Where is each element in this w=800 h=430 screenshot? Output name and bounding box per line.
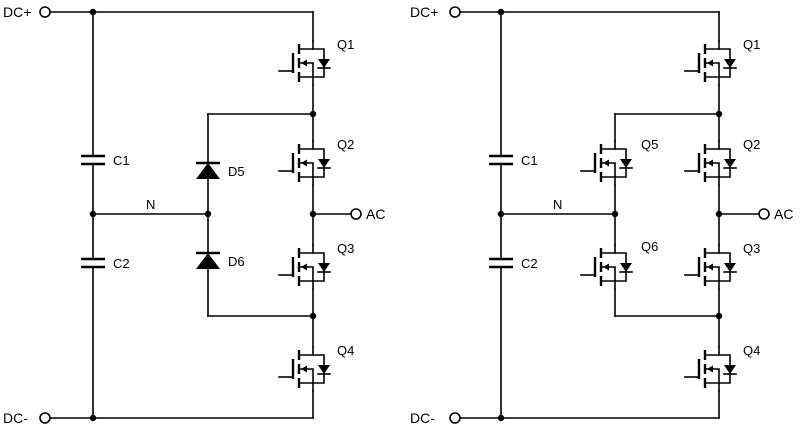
q4-label: Q4 [743, 343, 760, 358]
dc-plus-label: DC+ [410, 4, 438, 20]
d6-label: D6 [228, 254, 245, 269]
diode-d5 [194, 161, 222, 181]
capacitor-c1 [79, 154, 107, 166]
ac-label: AC [366, 206, 385, 222]
mosfet-q6 [579, 243, 634, 291]
d5-label: D5 [228, 164, 245, 179]
dc-minus-terminal [449, 412, 461, 424]
c2-label: C2 [521, 256, 538, 271]
dc-minus-terminal [39, 412, 51, 424]
capacitor-c2 [79, 257, 107, 269]
ac-label: AC [774, 206, 793, 222]
left-circuit: DC+ DC- AC N C1 C2 D5 D6 Q1 Q2 Q3 Q4 [3, 4, 385, 426]
mosfet-q4 [277, 345, 332, 393]
dc-plus-terminal [449, 6, 461, 18]
q2-label: Q2 [337, 137, 354, 152]
mosfet-q1 [277, 39, 332, 87]
c2-label: C2 [113, 256, 130, 271]
q4-label: Q4 [337, 343, 354, 358]
mosfet-q3 [683, 243, 738, 291]
mosfet-q1 [683, 39, 738, 87]
q1-label: Q1 [337, 37, 354, 52]
dc-plus-terminal [39, 6, 51, 18]
capacitor-c1 [487, 154, 515, 166]
neutral-label: N [553, 197, 562, 212]
q3-label: Q3 [743, 241, 760, 256]
q6-label: Q6 [641, 239, 658, 254]
q3-label: Q3 [337, 241, 354, 256]
mosfet-q4 [683, 345, 738, 393]
c1-label: C1 [113, 153, 130, 168]
ac-terminal [350, 208, 362, 220]
diode-d6 [194, 251, 222, 271]
capacitor-c2 [487, 257, 515, 269]
mosfet-q5 [579, 139, 634, 187]
q2-label: Q2 [743, 137, 760, 152]
mosfet-q2 [683, 139, 738, 187]
mosfet-q2 [277, 139, 332, 187]
q1-label: Q1 [743, 37, 760, 52]
ac-terminal [758, 208, 770, 220]
neutral-label: N [146, 197, 155, 212]
dc-minus-label: DC- [410, 410, 435, 426]
q5-label: Q5 [641, 137, 658, 152]
mosfet-q3 [277, 243, 332, 291]
c1-label: C1 [521, 153, 538, 168]
dc-minus-label: DC- [3, 410, 28, 426]
right-circuit: DC+ DC- AC N C1 C2 Q1 Q2 Q3 Q4 Q5 Q6 [410, 4, 793, 426]
dc-plus-label: DC+ [3, 4, 31, 20]
